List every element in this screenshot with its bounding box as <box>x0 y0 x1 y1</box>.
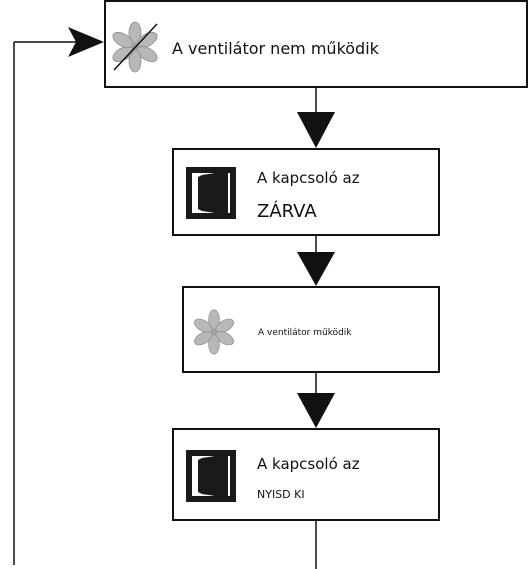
step-switch-open-line1: A kapcsoló az <box>257 455 360 473</box>
step-switch-closed-line2: ZÁRVA <box>257 201 317 222</box>
fan-crossed-icon <box>112 21 158 73</box>
step-switch-open-line2: NYISD KI <box>257 488 305 501</box>
loop-arrowhead <box>68 27 104 57</box>
rocker-switch-icon <box>186 167 236 219</box>
step-fan-not-working-label: A ventilátor nem működik <box>172 39 379 58</box>
arrow-head-3 <box>297 393 335 428</box>
rocker-switch-icon <box>186 450 236 502</box>
step-fan-working-label: A ventilátor működik <box>258 328 352 338</box>
step-switch-closed-line1: A kapcsoló az <box>257 169 360 187</box>
arrow-head-2 <box>297 252 335 286</box>
step-fan-not-working <box>104 0 528 88</box>
arrow-head-1 <box>297 112 335 148</box>
fan-icon <box>193 309 235 355</box>
